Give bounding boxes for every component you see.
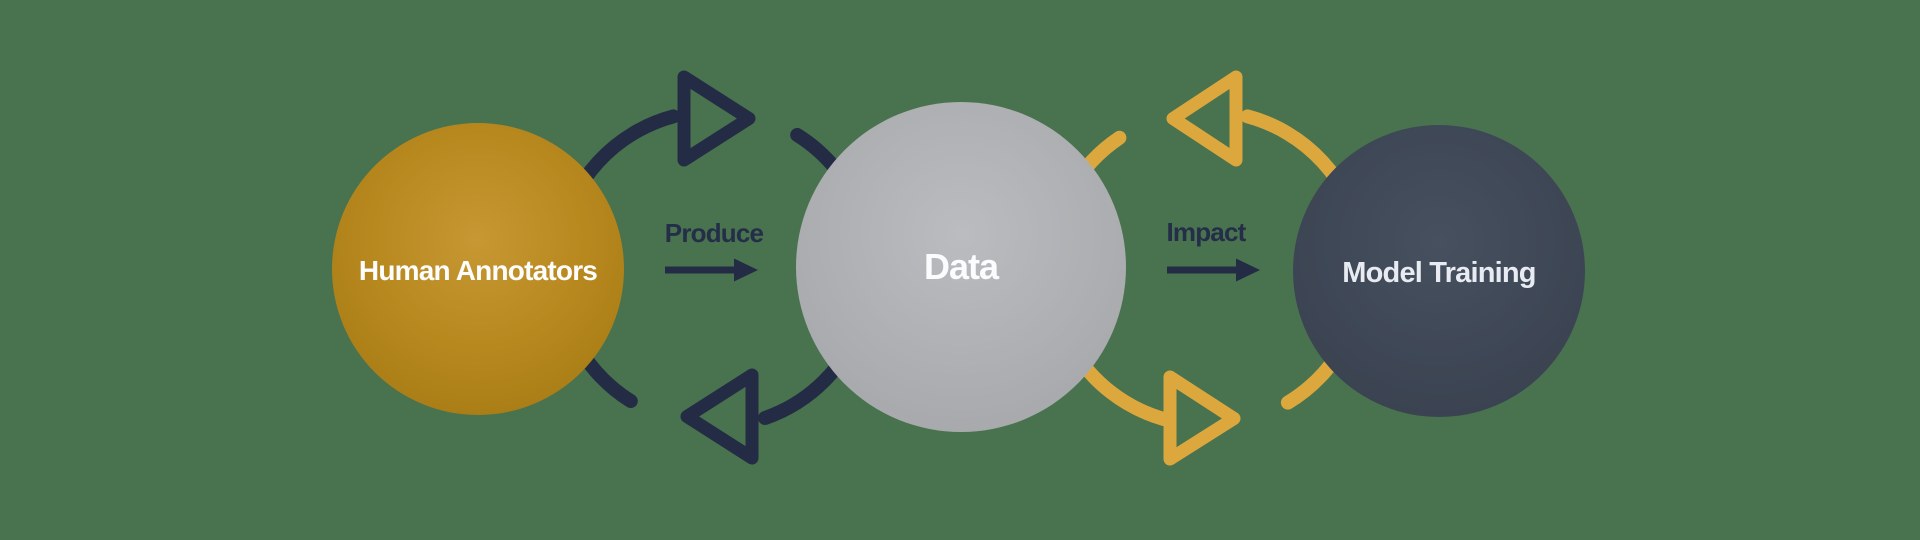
flow-impact: Impact <box>1166 217 1260 282</box>
node-data: Data <box>796 102 1126 432</box>
node-human-annotators-label: Human Annotators <box>359 255 597 286</box>
cycle-right-bottom-arrowhead-right-icon <box>1163 370 1241 466</box>
node-human-annotators-circle <box>332 123 624 415</box>
flow-impact-arrowhead-right-icon <box>1236 258 1260 282</box>
cycle-left-top-arrowhead-right-icon <box>677 70 756 167</box>
node-data-label: Data <box>924 246 1000 287</box>
node-data-circle <box>796 102 1126 432</box>
flow-produce: Produce <box>665 218 764 282</box>
cycle-left-bottom-arrowhead-left-icon <box>680 368 759 465</box>
flow-impact-label: Impact <box>1166 217 1246 247</box>
node-model-training-circle <box>1293 125 1585 417</box>
flow-produce-label: Produce <box>665 218 764 248</box>
node-human-annotators: Human Annotators <box>332 123 624 415</box>
flow-produce-arrowhead-right-icon <box>734 258 758 282</box>
node-model-training-label: Model Training <box>1342 257 1535 289</box>
node-model-training: Model Training <box>1293 125 1585 417</box>
cycle-right-top-arrowhead-left-icon <box>1166 70 1243 167</box>
